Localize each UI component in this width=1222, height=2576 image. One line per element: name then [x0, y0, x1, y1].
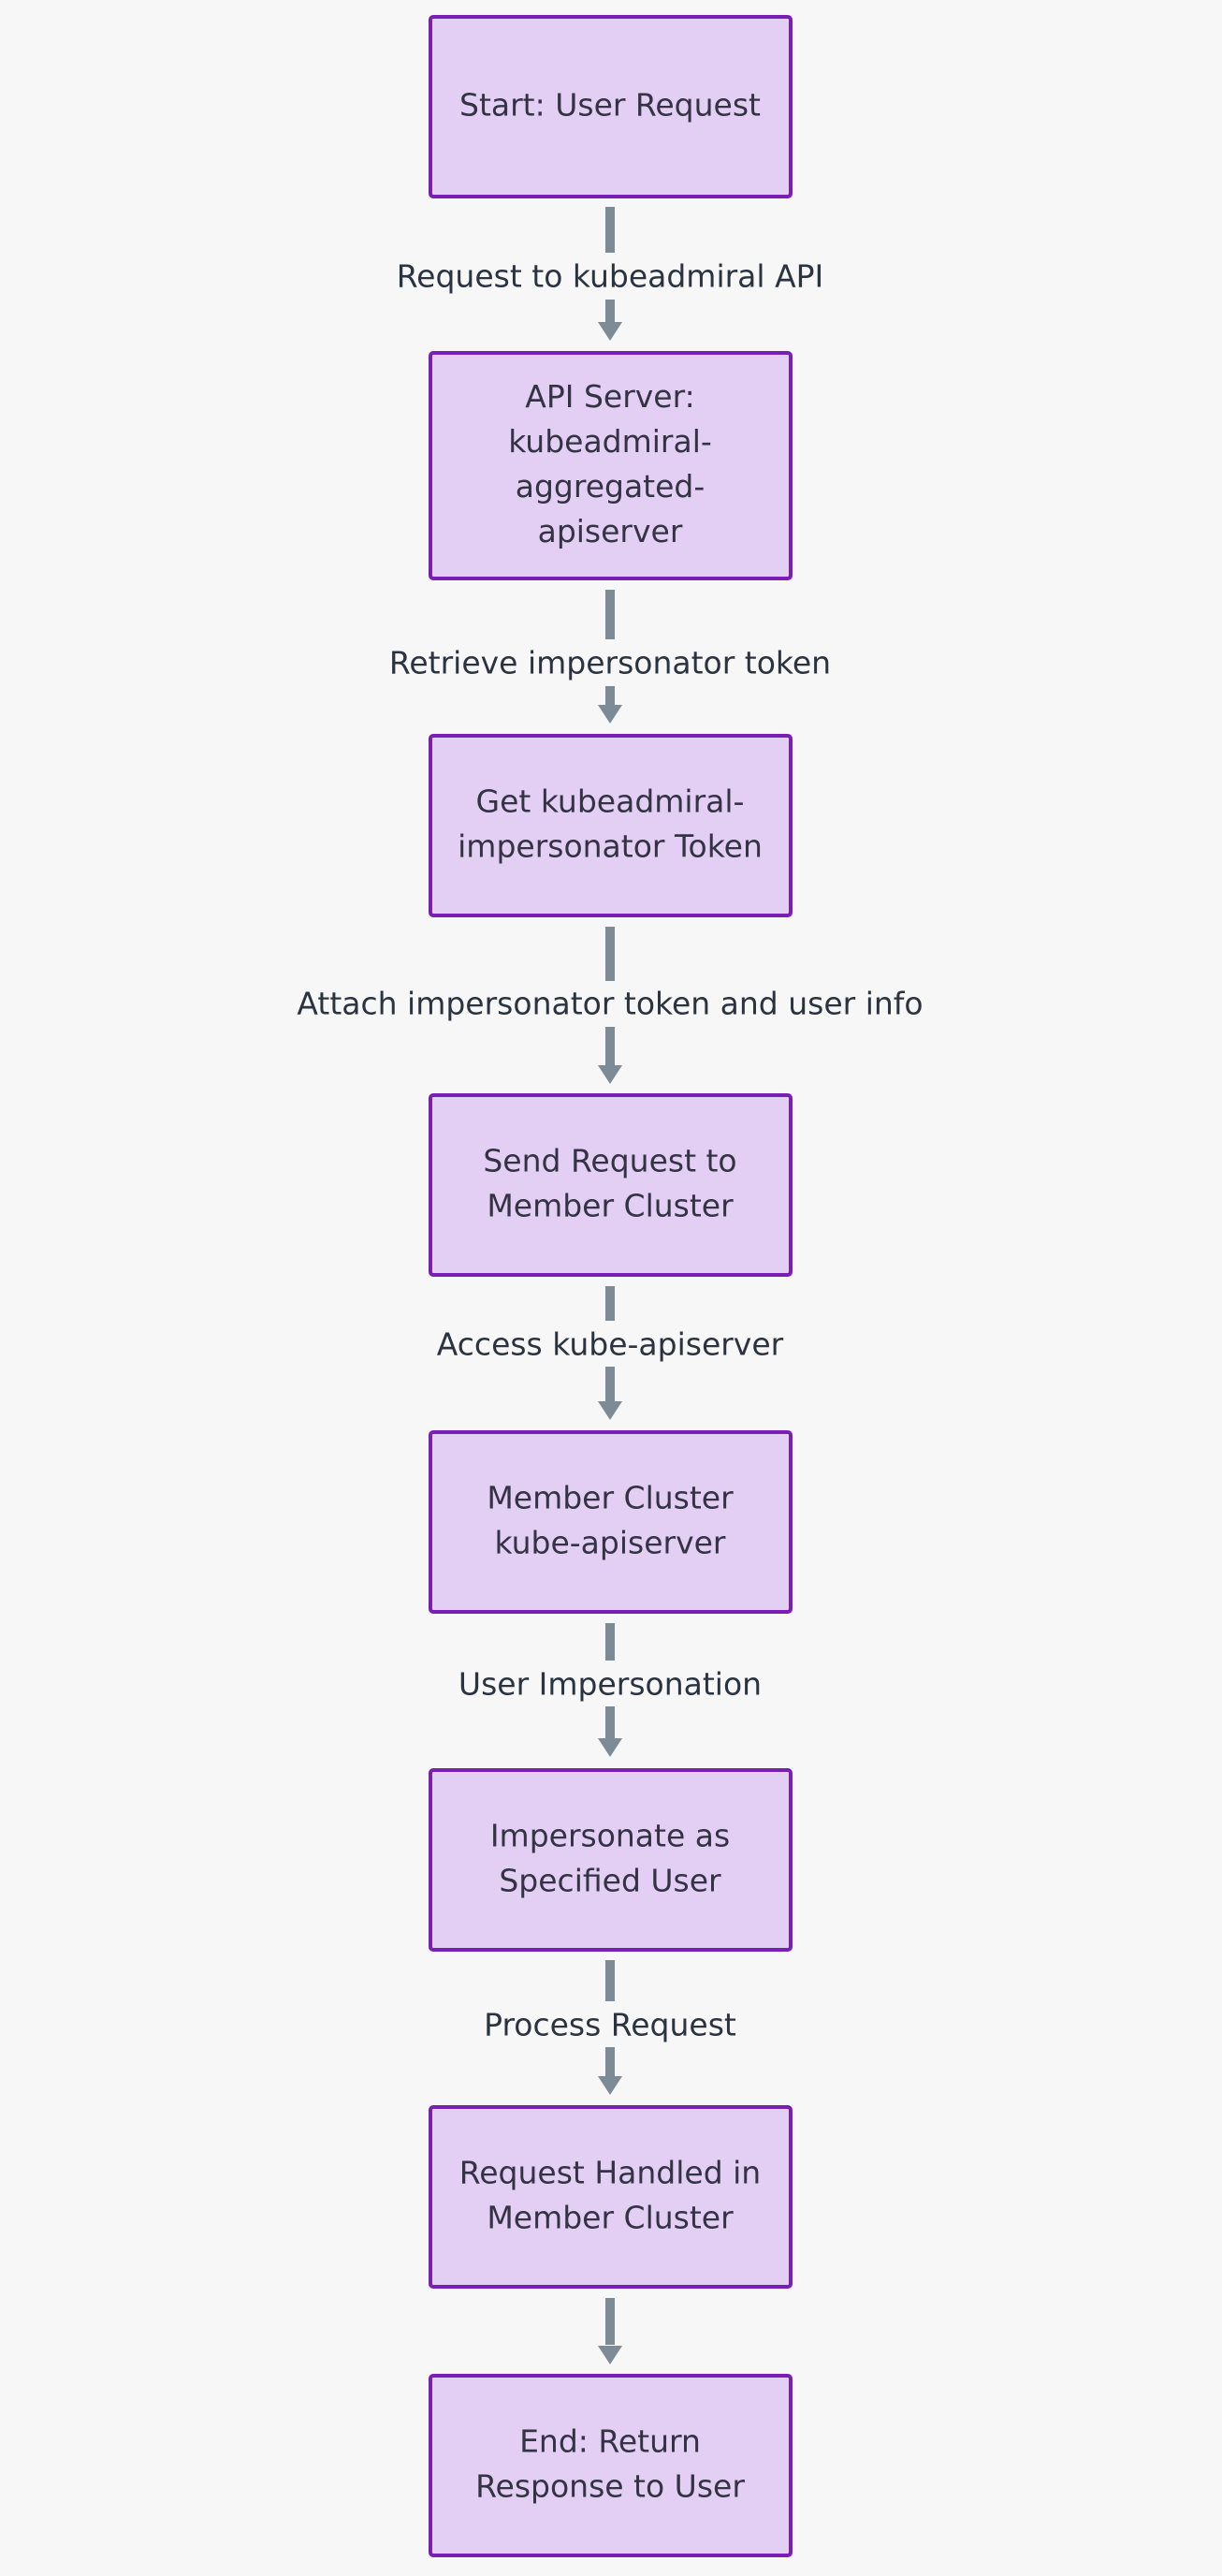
- arrowhead-icon: [598, 1401, 622, 1420]
- node-box: [429, 2374, 793, 2557]
- node-label-line: Start: User Request: [459, 87, 761, 124]
- node-box: [429, 351, 793, 580]
- node-label-line: apiserver: [538, 513, 683, 549]
- node-label-line: aggregated-: [516, 468, 706, 505]
- node-box: [429, 1768, 793, 1952]
- edge-label: Retrieve impersonator token: [389, 645, 831, 681]
- edge-get-token-to-send-request: Attach impersonator token and user info: [297, 927, 924, 1084]
- node-label-line: Get kubeadmiral-: [476, 783, 745, 820]
- node-label-line: Member Cluster: [487, 2200, 734, 2236]
- arrowhead-icon: [598, 2076, 622, 2095]
- edge-api-server-to-get-token: Retrieve impersonator token: [389, 590, 831, 724]
- node-label-line: impersonator Token: [458, 828, 763, 865]
- edge-label: Access kube-apiserver: [437, 1326, 784, 1363]
- edge-label: User Impersonation: [458, 1666, 762, 1703]
- node-label-line: Member Cluster: [487, 1188, 734, 1224]
- edge-label: Attach impersonator token and user info: [297, 986, 923, 1022]
- node-start: Start: User Request: [429, 15, 793, 198]
- node-box: [429, 2105, 793, 2289]
- edge-label: Request to kubeadmiral API: [397, 258, 824, 295]
- node-label-line: kubeadmiral-: [508, 423, 712, 460]
- node-box: [429, 734, 793, 917]
- node-api-server: API Server: kubeadmiral-aggregated-apiser…: [429, 351, 793, 580]
- node-label-line: kube-apiserver: [495, 1525, 726, 1561]
- node-send-request: Send Request to Member Cluster: [429, 1093, 793, 1277]
- node-label-line: End: Return: [519, 2423, 701, 2460]
- node-label-line: Specified User: [499, 1863, 721, 1899]
- arrowhead-icon: [598, 1738, 622, 1757]
- arrowhead-icon: [598, 322, 622, 341]
- arrowhead-icon: [598, 2346, 622, 2364]
- edge-impersonate-to-handled: Process Request: [484, 1960, 736, 2095]
- arrowhead-icon: [598, 705, 622, 724]
- node-box: [429, 1430, 793, 1614]
- edge-handled-to-end: [598, 2298, 622, 2364]
- node-box: [429, 15, 793, 198]
- edge-start-to-api-server: Request to kubeadmiral API: [397, 207, 824, 341]
- node-label-line: Request Handled in: [459, 2155, 761, 2191]
- node-label-line: Response to User: [475, 2468, 745, 2505]
- arrowhead-icon: [598, 1065, 622, 1084]
- edge-member-apiserver-to-impersonate: User Impersonation: [458, 1623, 762, 1757]
- edge-label: Process Request: [484, 2007, 736, 2043]
- edge-send-request-to-member-apiserver: Access kube-apiserver: [437, 1286, 784, 1420]
- node-label-line: Member Cluster: [487, 1480, 734, 1516]
- node-label-line: Impersonate as: [490, 1818, 730, 1854]
- node-label-line: Send Request to: [483, 1143, 736, 1179]
- node-handled: Request Handled in Member Cluster: [429, 2105, 793, 2289]
- node-label-line: API Server:: [525, 378, 694, 415]
- node-get-token: Get kubeadmiral-impersonator Token: [429, 734, 793, 917]
- edges-layer: Request to kubeadmiral API Retrieve imper…: [297, 207, 924, 2364]
- node-member-apiserver: Member Cluster kube-apiserver: [429, 1430, 793, 1614]
- node-impersonate: Impersonate as Specified User: [429, 1768, 793, 1952]
- node-box: [429, 1093, 793, 1277]
